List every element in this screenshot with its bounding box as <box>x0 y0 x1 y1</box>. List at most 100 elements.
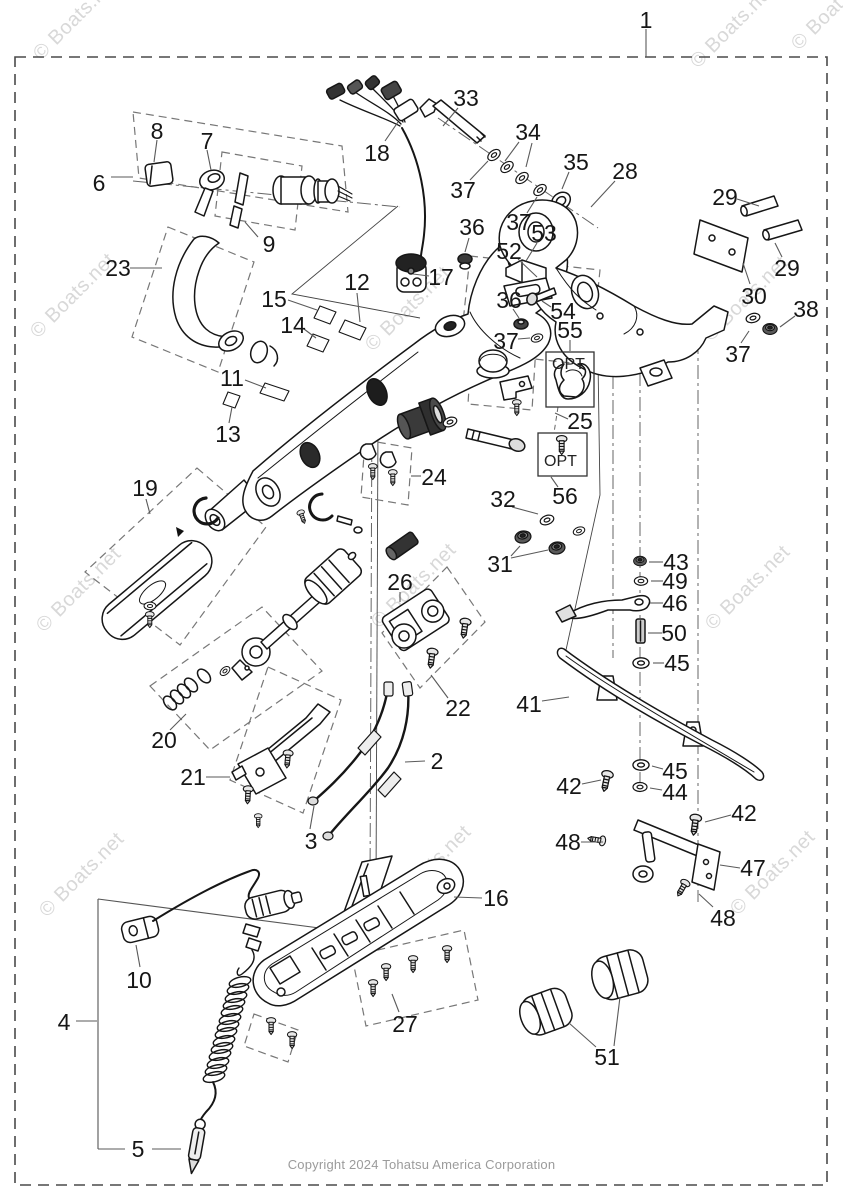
part-callout-56: 56 <box>552 483 578 509</box>
leader-line <box>391 993 400 1013</box>
part-callout-2: 2 <box>431 748 444 774</box>
leader-line <box>719 864 741 869</box>
leader-line <box>568 1022 597 1048</box>
part-callout-37: 37 <box>493 328 519 354</box>
part-callout-7: 7 <box>201 128 214 154</box>
part-callout-37: 37 <box>725 341 751 367</box>
watermark-text: © Boats.net <box>29 0 123 65</box>
artwork-layer <box>101 75 803 1175</box>
leader-line <box>430 674 449 699</box>
part-callout-6: 6 <box>93 170 106 196</box>
part-callout-20: 20 <box>151 727 177 753</box>
part-callout-36: 36 <box>459 214 485 240</box>
opt-box <box>537 432 588 477</box>
part-callout-52: 52 <box>496 238 522 264</box>
bolt-33-art <box>419 98 486 144</box>
part-callout-34: 34 <box>515 119 541 145</box>
part-callout-11: 11 <box>220 365 244 391</box>
lower-housing-art <box>252 855 465 1007</box>
leader-line <box>510 549 549 559</box>
part-callout-41: 41 <box>516 691 542 717</box>
part-callout-17: 17 <box>428 264 454 290</box>
leader-line <box>742 262 751 285</box>
part-callout-3: 3 <box>305 828 318 854</box>
leader-line <box>206 149 212 171</box>
part-callout-10: 10 <box>126 967 152 993</box>
part-callout-46: 46 <box>662 590 688 616</box>
label-plates-art <box>222 305 367 409</box>
leader-line <box>517 258 538 278</box>
leader-line <box>512 308 520 319</box>
part-callout-22: 22 <box>445 695 471 721</box>
part-callout-55: 55 <box>557 317 583 343</box>
leader-line <box>303 328 317 339</box>
leader-line <box>740 330 750 344</box>
part-callout-8: 8 <box>151 118 164 144</box>
leader-line <box>526 196 538 214</box>
leader-line <box>244 221 259 238</box>
part-callout-16: 16 <box>483 885 509 911</box>
wire-harness-art <box>325 75 427 279</box>
leader-line <box>590 180 616 208</box>
lanyard-art <box>120 868 303 1175</box>
leader-line <box>169 713 187 731</box>
part-callout-33: 33 <box>453 85 479 111</box>
leader-line <box>384 121 399 142</box>
leader-line <box>525 242 538 262</box>
part-callout-9: 9 <box>263 231 276 257</box>
leader-line <box>779 315 796 328</box>
part-callout-45: 45 <box>662 758 688 784</box>
part-callout-42: 42 <box>556 773 582 799</box>
friction-arm-art <box>555 594 651 644</box>
throttle-grip-art <box>101 496 220 641</box>
watermark-text: © Boats.net <box>35 828 129 922</box>
leader-line <box>464 237 470 253</box>
leader-line <box>145 498 151 515</box>
leader-line <box>541 300 552 308</box>
watermark-layer: © Boats.net© Boats.net© Boats.net© Boats… <box>26 0 843 922</box>
part-callout-49: 49 <box>662 568 688 594</box>
throttle-internals-art <box>162 548 363 711</box>
bracket-line-4 <box>97 898 328 1149</box>
part-callout-31: 31 <box>487 551 513 577</box>
leader-line <box>704 814 732 823</box>
opt-label: OPT <box>544 453 577 470</box>
part-callout-48: 48 <box>555 829 581 855</box>
friction-strip-art <box>556 647 765 782</box>
leader-line <box>287 299 318 311</box>
caps-51-art <box>519 949 649 1036</box>
leader-line <box>517 337 531 340</box>
part-callout-36: 36 <box>496 287 522 313</box>
leader-line <box>736 198 760 207</box>
leader-line <box>511 506 539 515</box>
mid-hardware-art <box>308 397 526 561</box>
leader-line <box>510 545 521 557</box>
part-callout-23: 23 <box>105 255 131 281</box>
part-callout-48: 48 <box>710 905 736 931</box>
part-callout-35: 35 <box>563 149 589 175</box>
leader-line <box>525 142 533 168</box>
steering-grip-art <box>172 235 279 367</box>
part-callout-45: 45 <box>664 650 690 676</box>
part-callout-42: 42 <box>731 800 757 826</box>
part-callout-15: 15 <box>261 286 287 312</box>
clip-52-53-art <box>503 259 557 307</box>
watermark-text: © Boats.net <box>686 0 780 73</box>
throttle-case-art <box>381 588 450 652</box>
leader-line <box>554 412 569 420</box>
leader-line <box>504 141 520 162</box>
part-callout-37: 37 <box>506 209 532 235</box>
part-callout-27: 27 <box>392 1011 418 1037</box>
leader-line <box>541 696 570 702</box>
part-callout-43: 43 <box>663 549 689 575</box>
leader-line <box>404 760 426 763</box>
part-callout-26: 26 <box>387 569 413 595</box>
part-callout-12: 12 <box>344 269 370 295</box>
part-callout-29: 29 <box>774 255 800 281</box>
part-callout-5: 5 <box>132 1136 145 1162</box>
stopper-bracket-art <box>632 819 721 891</box>
mount-17-art <box>395 253 529 330</box>
part-callout-1: 1 <box>640 7 653 33</box>
